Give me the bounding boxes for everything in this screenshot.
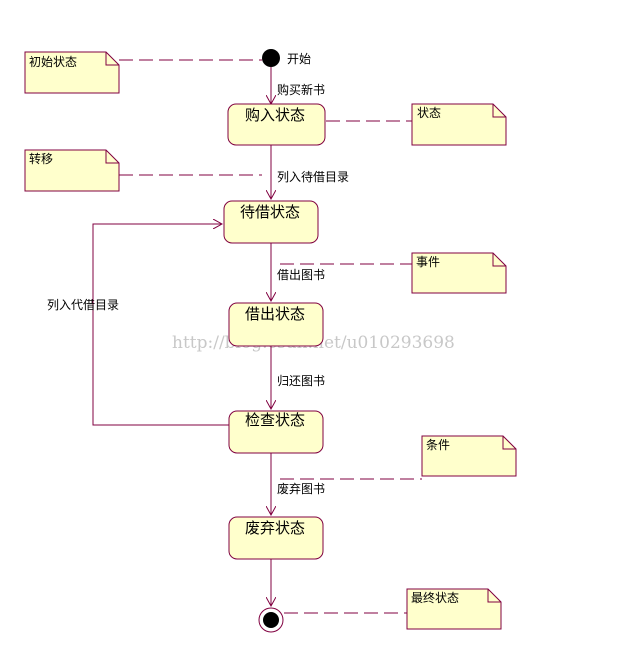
state-lent: 借出状态 (228, 302, 324, 347)
note-state: 状态 (411, 103, 507, 146)
note-transition-label: 转移 (29, 151, 53, 166)
note-state-label: 状态 (417, 106, 441, 120)
note-connectors (119, 59, 422, 614)
end-node (258, 607, 284, 633)
note-final-state: 最终状态 (406, 588, 502, 630)
start-label: 开始 (287, 52, 311, 66)
note-final-state-label: 最终状态 (411, 590, 459, 605)
state-discarded: 废弃状态 (228, 516, 324, 560)
label-list-waiting: 列入待借目录 (277, 170, 349, 184)
transitions (92, 67, 271, 606)
state-lent-label: 借出状态 (245, 305, 305, 323)
state-inspect-label: 检查状态 (245, 411, 305, 429)
state-inspect: 检查状态 (228, 410, 324, 454)
state-waiting-label: 待借状态 (240, 203, 300, 221)
note-condition-label: 条件 (426, 438, 450, 452)
state-purchased-label: 购入状态 (245, 106, 305, 124)
label-return-book: 归还图书 (277, 374, 325, 388)
label-buy-book: 购买新书 (277, 82, 325, 97)
state-discarded-label: 废弃状态 (245, 519, 305, 537)
note-transition: 转移 (24, 149, 120, 192)
note-condition: 条件 (421, 435, 517, 477)
state-purchased: 购入状态 (227, 103, 326, 146)
note-event-label: 事件 (416, 255, 440, 269)
note-initial-state: 初始状态 (24, 51, 120, 94)
start-node (262, 49, 280, 67)
note-initial-state-label: 初始状态 (29, 55, 77, 69)
label-lend-book: 借出图书 (277, 268, 325, 282)
state-waiting: 待借状态 (223, 200, 319, 244)
transition-inspect-waiting (92, 224, 229, 426)
label-discard-book: 废弃图书 (277, 481, 325, 496)
note-event: 事件 (411, 252, 507, 294)
label-list-backup: 列入代借目录 (47, 298, 119, 312)
